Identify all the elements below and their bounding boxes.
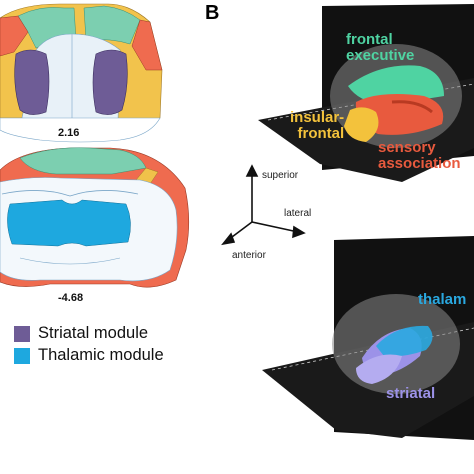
brain-3d-bottom bbox=[262, 236, 474, 440]
cortex-bottom-teal bbox=[19, 147, 147, 175]
striatum-top-left bbox=[14, 49, 50, 115]
legend-swatch-thalamic bbox=[14, 347, 30, 364]
panel-b-letter: B bbox=[205, 2, 220, 24]
legend-item-striatal: Striatal module bbox=[14, 324, 148, 343]
cortex-top-red-left bbox=[0, 15, 29, 57]
superior-arrow-icon bbox=[245, 164, 259, 177]
cortex-top-red-right bbox=[131, 19, 163, 71]
lateral-arrow-icon bbox=[292, 225, 306, 239]
label-sensory-association: sensory association bbox=[378, 139, 461, 172]
lateral-axis bbox=[251, 221, 299, 233]
brain-3d-top bbox=[258, 4, 474, 182]
legend-label-striatal: Striatal module bbox=[38, 324, 149, 342]
hippocampus-contour bbox=[1, 190, 139, 197]
label-striatal: striatal bbox=[386, 385, 436, 402]
thalamus-bottom bbox=[7, 199, 131, 247]
legend-swatch-striatal bbox=[14, 325, 30, 342]
axis-label-lateral: lateral bbox=[284, 208, 312, 219]
insular-frontal-module bbox=[344, 107, 379, 142]
sulcus-line bbox=[391, 100, 433, 114]
legend-label-thalamic: Thalamic module bbox=[38, 346, 164, 364]
anterior-arrow-icon bbox=[221, 232, 236, 246]
ventral-contour bbox=[19, 257, 121, 265]
label-thalamic: thalam bbox=[418, 291, 467, 308]
axis-label-superior: superior bbox=[262, 170, 299, 181]
slice-top-base bbox=[0, 117, 161, 143]
orientation-compass bbox=[221, 164, 306, 246]
label-frontal-executive: frontal executive bbox=[346, 31, 415, 64]
legend-item-thalamic: Thalamic module bbox=[14, 346, 164, 365]
label-insular-frontal: insular- frontal bbox=[290, 109, 345, 142]
thalamic-module-3d bbox=[376, 325, 433, 357]
coronal-slice-bottom bbox=[0, 147, 190, 288]
axis-label-anterior: anterior bbox=[232, 250, 266, 261]
striatum-top-right bbox=[92, 49, 128, 115]
striatal-module-3d-lower bbox=[356, 354, 402, 384]
coronal-slice-top bbox=[0, 3, 163, 143]
slice-coordinate-top: 2.16 bbox=[58, 127, 80, 139]
slice-coordinate-bottom: -4.68 bbox=[58, 292, 84, 304]
frontal-executive-module bbox=[348, 65, 444, 104]
